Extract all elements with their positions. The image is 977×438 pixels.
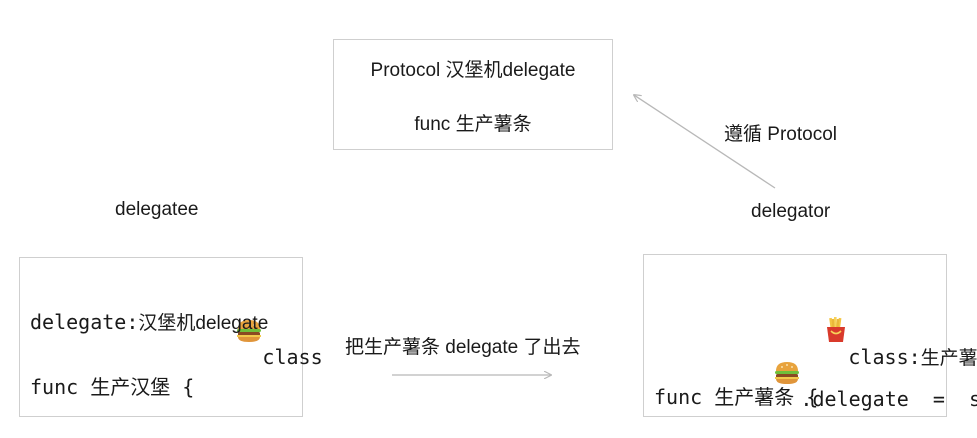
protocol-box: Protocol 汉堡机delegate func 生产薯条 [333, 39, 613, 150]
delegatee-box: class delegate:汉堡机delegate func 生产汉堡 { [19, 257, 323, 417]
func-name: 生产汉堡 { [90, 375, 195, 399]
delegate-type: 汉堡机delegate [138, 313, 269, 334]
delegatee-class-keyword: class [262, 345, 323, 369]
burger-icon [164, 295, 262, 372]
follow-protocol-label: 遵循 Protocol [724, 124, 837, 145]
delegatee-label: delegatee [115, 199, 199, 220]
func-keyword: func [30, 375, 91, 399]
delegatee-func-line: func 生产汉堡 { [30, 371, 194, 400]
fries-icon [752, 293, 848, 372]
delegator-assign-line: .delegate = self [654, 313, 977, 438]
protocol-conformance-arrow [634, 95, 776, 189]
delegator-class-name: 生产薯条 [920, 348, 977, 369]
delegator-class-keyword: class: [848, 345, 921, 369]
delegator-func-line: func 生产薯条 { [654, 381, 818, 410]
delegatee-class-line: class [116, 271, 323, 396]
handoff-label: 把生产薯条 delegate 了出去 [345, 337, 581, 358]
delegate-assignment: .delegate = self [800, 387, 977, 411]
delegatee-delegate-line: delegate:汉堡机delegate [30, 308, 268, 335]
func-name: 生产薯条 { [714, 385, 819, 409]
delegator-class-line: class:生产薯条 [704, 269, 977, 396]
protocol-title: Protocol 汉堡机delegate [370, 60, 576, 81]
arrows-layer [392, 0, 776, 400]
delegator-label: delegator [751, 201, 831, 222]
protocol-method: func 生产薯条 [414, 114, 532, 135]
func-keyword: func [654, 385, 715, 409]
burger-icon [702, 337, 800, 414]
delegator-box: class:生产薯条 .delegate = self func 生产薯条 { [643, 254, 977, 417]
delegate-prefix: delegate: [30, 310, 139, 334]
